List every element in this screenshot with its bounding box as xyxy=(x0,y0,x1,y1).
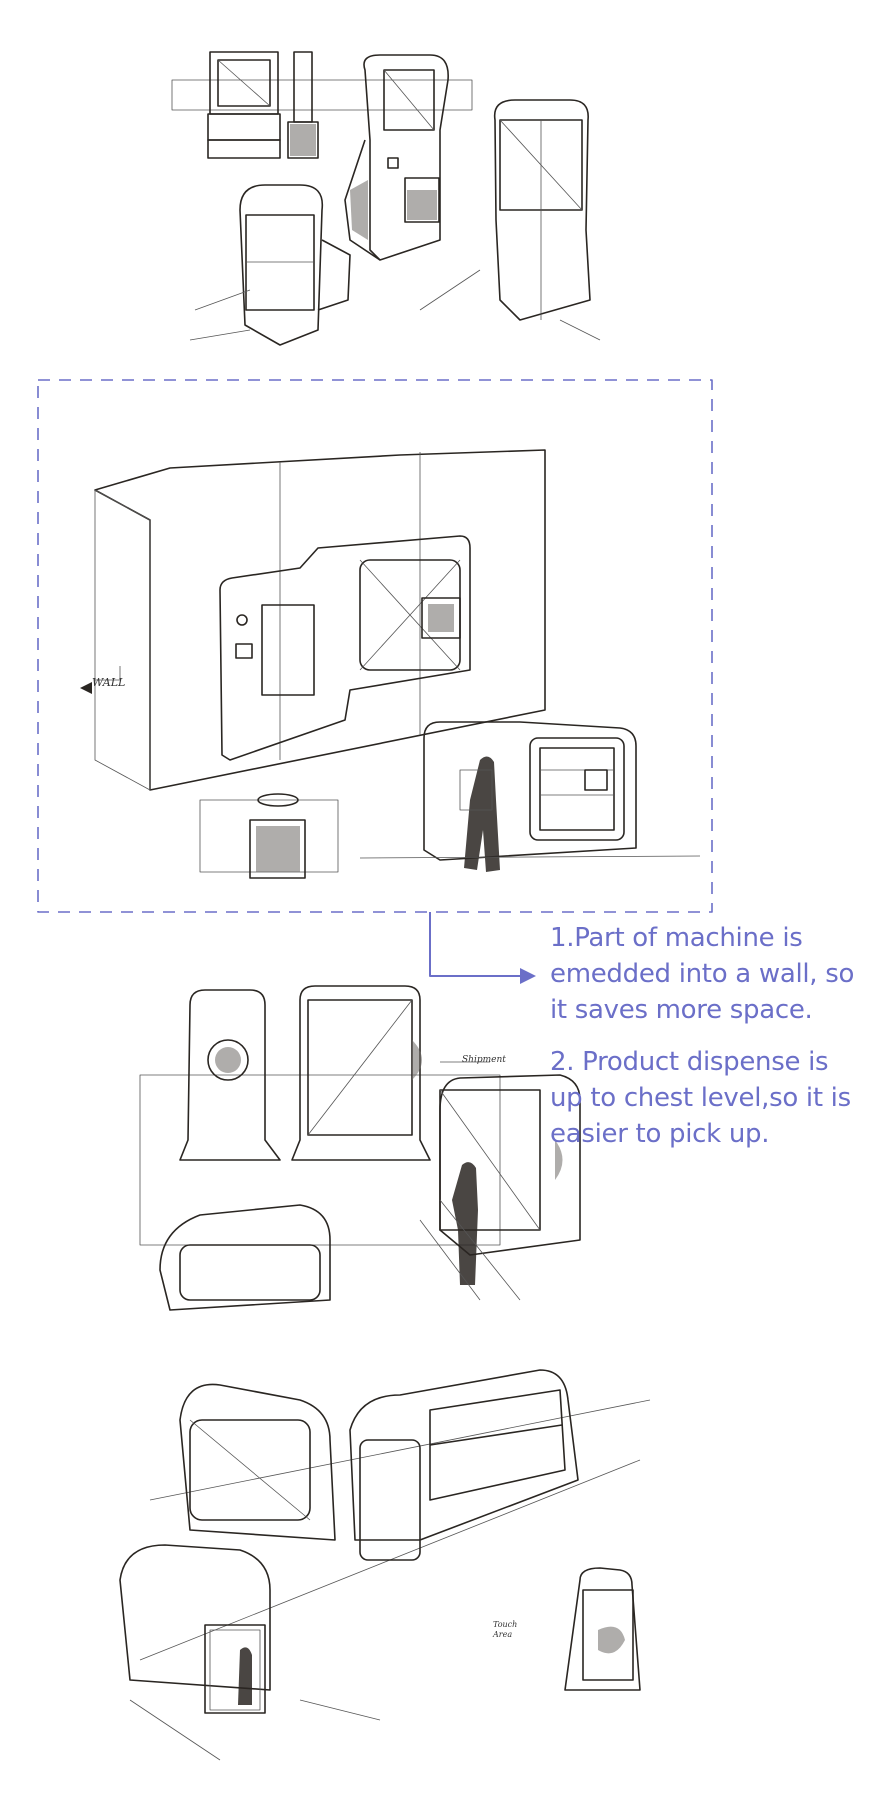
annotation-note-1: 1.Part of machine is emedded into a wall… xyxy=(550,920,854,1028)
label-touch-area-line-1: Touch xyxy=(493,1620,518,1629)
highlight-box xyxy=(37,379,713,913)
note-1-line-2: emedded into a wall, so xyxy=(550,959,855,989)
label-shipment: Shipment xyxy=(462,1055,506,1065)
note-1-line-1: 1.Part of machine is xyxy=(550,923,803,953)
note-2-line-1: 2. Product dispense is xyxy=(550,1047,829,1077)
sketch-kiosk-group-3 xyxy=(139,985,581,1311)
sketch-kiosk-group-4 xyxy=(119,1369,651,1761)
label-wall: WALL xyxy=(92,676,126,689)
note-2-line-3: easier to pick up. xyxy=(550,1119,770,1149)
callout-arrowhead-icon xyxy=(520,968,536,984)
note-2-line-2: up to chest level,so it is xyxy=(550,1083,851,1113)
note-1-line-3: it saves more space. xyxy=(550,995,813,1025)
sketch-wall-embedded-machine xyxy=(80,449,701,879)
label-touch-area: Touch Area xyxy=(493,1620,517,1640)
annotation-note-2: 2. Product dispense is up to chest level… xyxy=(550,1044,851,1152)
callout-arrow-line xyxy=(429,912,522,977)
label-touch-area-line-2: Area xyxy=(493,1630,513,1639)
sketch-kiosk-group-1 xyxy=(171,51,601,346)
